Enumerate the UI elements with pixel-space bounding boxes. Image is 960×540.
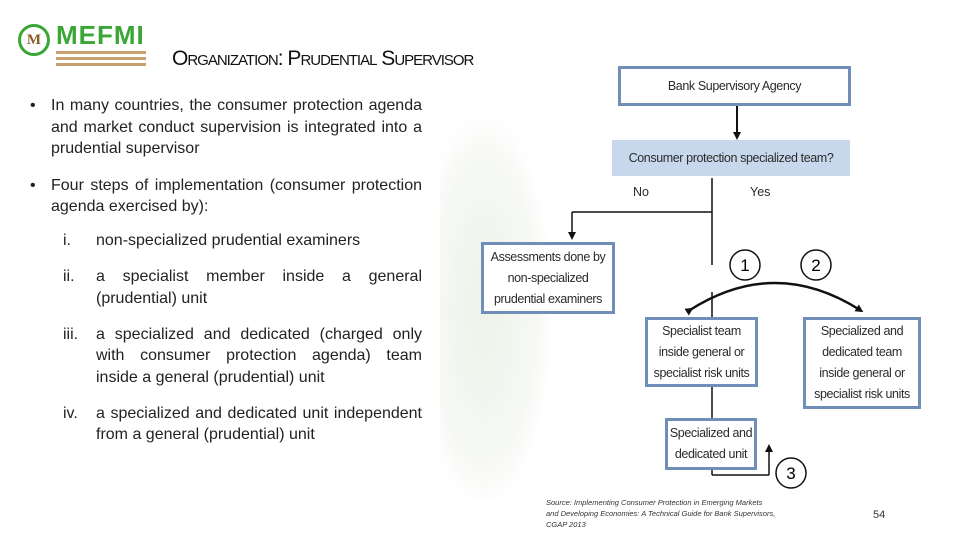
box-dedicated-unit: Specialized and dedicated unit	[665, 418, 757, 470]
circle-2	[800, 249, 832, 281]
page-number: 54	[873, 509, 886, 521]
steps-list: i.non-specialized prudential examiners i…	[63, 230, 422, 460]
circle-1-label: 1	[740, 256, 749, 275]
source-citation: Source: Implementing Consumer Protection…	[546, 498, 776, 529]
step-item: iv.a specialized and dedicated unit inde…	[63, 404, 422, 444]
box-specialist-team: Specialist team inside general or specia…	[645, 317, 758, 387]
step-item: i.non-specialized prudential examiners	[63, 232, 361, 249]
logo-emblem: M	[18, 24, 50, 56]
label-yes: Yes	[750, 185, 771, 199]
circle-3	[775, 457, 807, 489]
box-bank-supervisory-agency: Bank Supervisory Agency	[618, 66, 851, 106]
step-item: ii.a specialist member inside a general …	[63, 268, 422, 307]
diagram-connectors: 1 2 3	[568, 106, 864, 489]
mefmi-logo: M MEFMI	[14, 18, 146, 72]
bullet-item: •Four steps of implementation (consumer …	[30, 176, 422, 216]
circle-3-label: 3	[786, 464, 795, 483]
logo-tagline	[56, 51, 146, 69]
box-question: Consumer protection specialized team?	[612, 140, 850, 176]
step-item: iii.a specialized and dedicated (charged…	[63, 325, 422, 386]
circle-1	[729, 249, 761, 281]
box-assessments: Assessments done by non-specialized prud…	[481, 242, 615, 314]
logo-text: MEFMI	[56, 20, 145, 50]
slide-title: Organization: Prudential Supervisor	[172, 47, 474, 70]
label-no: No	[633, 185, 649, 199]
arrow-yes-split	[684, 281, 864, 316]
circle-2-label: 2	[811, 256, 820, 275]
bullet-item: •In many countries, the consumer protect…	[30, 97, 422, 157]
box-specialized-team: Specialized and dedicated team inside ge…	[803, 317, 921, 409]
bullet-list: •In many countries, the consumer protect…	[30, 95, 422, 233]
